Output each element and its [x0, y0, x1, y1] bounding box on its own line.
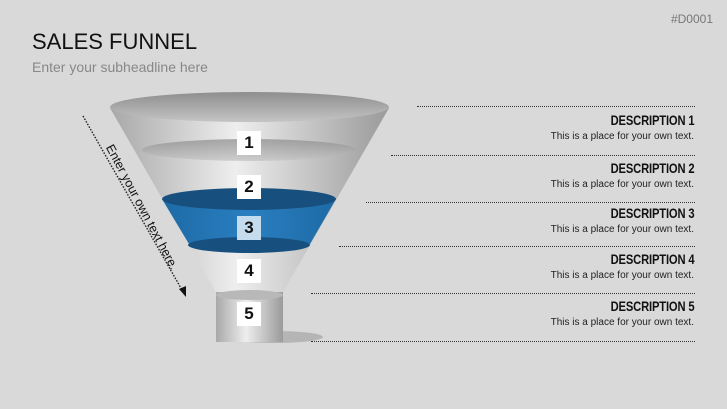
funnel-ring-3: [188, 237, 310, 253]
slide-code: #D0001: [670, 12, 713, 26]
description-title: DESCRIPTION 5: [610, 298, 694, 314]
description-5: DESCRIPTION 5 This is a place for your o…: [550, 298, 695, 328]
divider-2: [391, 155, 695, 156]
description-title: DESCRIPTION 3: [610, 205, 694, 221]
stage-label-1: 1: [237, 131, 261, 155]
description-2: DESCRIPTION 2 This is a place for your o…: [550, 160, 695, 190]
description-title: DESCRIPTION 1: [610, 112, 694, 128]
stage-label-5: 5: [237, 302, 261, 326]
description-text: This is a place for your own text.: [550, 270, 694, 281]
funnel-neck-top: [216, 290, 283, 300]
subheadline: Enter your subheadline here: [32, 59, 208, 75]
stage-label-3: 3: [237, 216, 261, 240]
funnel-top: [110, 92, 389, 122]
direction-arrow-line: [82, 115, 183, 291]
stage-label-4: 4: [237, 259, 261, 283]
description-4: DESCRIPTION 4 This is a place for your o…: [550, 251, 695, 281]
funnel-ring-2: [162, 188, 336, 210]
description-title: DESCRIPTION 2: [610, 160, 694, 176]
divider-5: [311, 293, 695, 294]
stage-label-2: 2: [237, 175, 261, 199]
slide-title: SALES FUNNEL: [32, 29, 198, 54]
description-text: This is a place for your own text.: [550, 179, 694, 190]
divider-3: [366, 202, 695, 203]
description-text: This is a place for your own text.: [550, 317, 694, 328]
description-1: DESCRIPTION 1 This is a place for your o…: [550, 112, 695, 142]
divider-1: [417, 106, 695, 107]
divider-4: [339, 246, 695, 247]
divider-6: [311, 341, 695, 342]
description-text: This is a place for your own text.: [550, 131, 694, 142]
description-text: This is a place for your own text.: [550, 224, 694, 235]
description-title: DESCRIPTION 4: [610, 251, 694, 267]
description-3: DESCRIPTION 3 This is a place for your o…: [550, 205, 695, 235]
arrow-head-icon: [179, 286, 186, 297]
